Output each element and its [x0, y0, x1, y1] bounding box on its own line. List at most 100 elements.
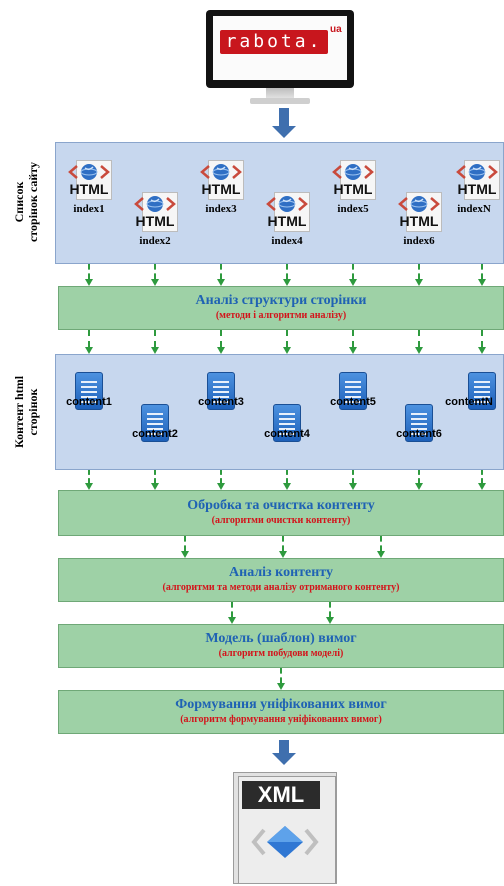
logo-superscript: ua — [330, 24, 342, 35]
document-icon — [468, 372, 496, 410]
html-file-icon: HTML — [394, 192, 444, 232]
content-label: content3 — [198, 396, 244, 408]
arrow-down-icon — [85, 279, 93, 286]
html-page — [464, 160, 500, 200]
connector-line — [154, 330, 156, 347]
document-line — [411, 433, 427, 435]
html-file-icon: HTML — [196, 160, 246, 200]
document-line — [213, 396, 229, 398]
document-line — [345, 386, 361, 388]
document-line — [474, 381, 490, 383]
stage-content-analysis: Аналіз контенту (алгоритми та методи ана… — [58, 558, 504, 602]
stage-title: Модель (шаблон) вимог — [205, 631, 357, 646]
connector-line — [481, 264, 483, 279]
arrow-down-icon — [85, 347, 93, 354]
connector-line — [88, 470, 90, 483]
stage-title: Обробка та очистка контенту — [187, 498, 375, 513]
document-line — [147, 428, 163, 430]
connector-line — [282, 536, 284, 551]
connector-line — [481, 330, 483, 347]
document-line — [411, 418, 427, 420]
monitor-base — [250, 98, 310, 104]
arrow-down-icon — [377, 551, 385, 558]
stage-subtitle: (методи і алгоритми аналізу) — [215, 310, 347, 321]
html-file-icon: HTML — [130, 192, 180, 232]
globe-icon — [200, 164, 242, 180]
arrow-down-icon — [151, 347, 159, 354]
document-line — [474, 386, 490, 388]
document-line — [147, 423, 163, 425]
arrow-down-icon — [283, 347, 291, 354]
content-label: content6 — [396, 428, 442, 440]
html-word: HTML — [267, 213, 307, 229]
document-line — [474, 401, 490, 403]
document-line — [81, 401, 97, 403]
connector-line — [88, 264, 90, 279]
document-line — [345, 396, 361, 398]
arrow-down-icon — [415, 279, 423, 286]
globe-icon — [332, 164, 374, 180]
globe-icon — [398, 196, 440, 212]
connector-line — [418, 264, 420, 279]
page-label: index1 — [73, 203, 105, 215]
arrow-down-icon — [151, 279, 159, 286]
stage-requirements-model: Модель (шаблон) вимог (алгоритм побудови… — [58, 624, 504, 668]
arrow-down-icon — [326, 617, 334, 624]
stage-structure-analysis: Аналіз структури сторінки (методи і алго… — [58, 286, 504, 330]
document-line — [81, 386, 97, 388]
stage-subtitle: (алгоритми та методи аналізу отриманого … — [162, 582, 400, 593]
document-line — [213, 381, 229, 383]
document-icon — [207, 372, 235, 410]
arrow-down-icon — [415, 483, 423, 490]
html-word: HTML — [69, 181, 109, 197]
document-line — [279, 433, 295, 435]
arrow-down-icon — [349, 347, 357, 354]
arrow-down-icon — [279, 551, 287, 558]
document-line — [411, 428, 427, 430]
stage-subtitle: (алгоритм формування уніфікованих вимог) — [180, 714, 382, 725]
content-label: content1 — [66, 396, 112, 408]
stage-subtitle: (алгоритми очистки контенту) — [211, 515, 351, 526]
connector-line — [286, 470, 288, 483]
document-line — [474, 396, 490, 398]
connector-line — [220, 264, 222, 279]
document-line — [411, 413, 427, 415]
document-line — [345, 381, 361, 383]
connector-line — [286, 330, 288, 347]
html-word: HTML — [333, 181, 373, 197]
arrow-down-icon — [85, 483, 93, 490]
page-label: indexN — [457, 203, 491, 215]
document-line — [279, 423, 295, 425]
connector-line — [352, 470, 354, 483]
connector-line — [220, 470, 222, 483]
connector-line — [154, 264, 156, 279]
html-word: HTML — [399, 213, 439, 229]
stage-subtitle: (алгоритм побудови моделі) — [218, 648, 344, 659]
page-label: index3 — [205, 203, 237, 215]
stage-unified-requirements: Формування уніфікованих вимог (алгоритм … — [58, 690, 504, 734]
connector-line — [231, 602, 233, 617]
html-word: HTML — [457, 181, 497, 197]
document-line — [345, 401, 361, 403]
arrow-down-icon — [478, 347, 486, 354]
arrow-down-icon — [279, 740, 289, 754]
document-line — [213, 386, 229, 388]
arrow-down-icon — [181, 551, 189, 558]
document-line — [474, 391, 490, 393]
connector-line — [352, 330, 354, 347]
xml-label: XML — [242, 781, 320, 809]
connector-line — [329, 602, 331, 617]
connector-line — [418, 470, 420, 483]
document-icon — [405, 404, 433, 442]
globe-icon — [134, 196, 176, 212]
monitor-stand — [266, 88, 294, 100]
html-word: HTML — [135, 213, 175, 229]
page-label: index5 — [337, 203, 369, 215]
page-label: index6 — [403, 235, 435, 247]
html-file-icon: HTML — [452, 160, 502, 200]
document-line — [279, 413, 295, 415]
connector-line — [184, 536, 186, 551]
page-label: index2 — [139, 235, 171, 247]
